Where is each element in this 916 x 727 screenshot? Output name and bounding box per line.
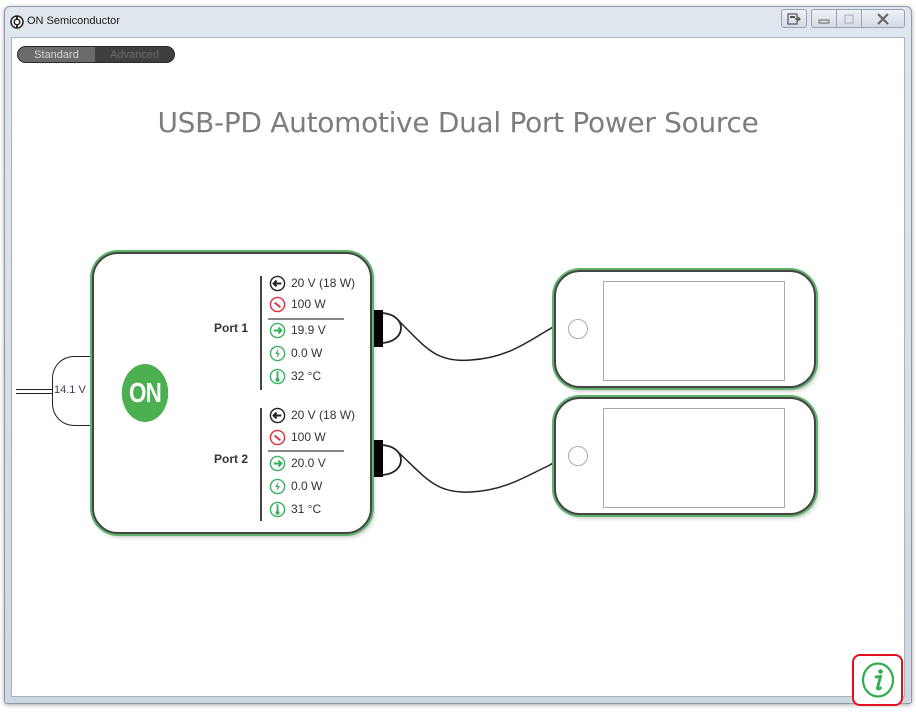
title-bar[interactable]: ON Semiconductor: [5, 7, 911, 37]
input-voltage: 14.1 V: [54, 384, 86, 396]
port1-temperature-value: 32 °C: [291, 369, 322, 383]
mode-toggle: Standard Advanced: [17, 46, 175, 63]
gauge-icon: [269, 296, 286, 312]
power-diagram: 14.1 V ON Port 1 20 V (18 W) 100 W 19.9 …: [6, 8, 916, 727]
port1-output-power-value: 0.0 W: [291, 346, 323, 360]
port2-temperature-value: 31 °C: [291, 502, 322, 516]
port2-separator: [268, 450, 344, 452]
port1-label: Port 1: [214, 321, 249, 335]
arrow-left-icon: [269, 407, 286, 423]
port2-contract: 20 V (18 W): [269, 406, 355, 424]
device-phone-2[interactable]: [554, 397, 816, 515]
port1-cable-loop: [379, 312, 402, 344]
info-icon: [861, 662, 894, 698]
device-phone-1[interactable]: [554, 270, 816, 388]
port2-output-voltage: 20.0 V: [269, 454, 326, 472]
app-icon: [10, 15, 24, 29]
input-connector: [52, 356, 94, 426]
client-area: Standard Advanced USB-PD Automotive Dual…: [11, 37, 905, 706]
thermometer-icon: [269, 368, 286, 384]
port1-separator: [268, 318, 344, 320]
port2-max-power-value: 100 W: [291, 430, 326, 444]
arrow-right-icon: [269, 455, 286, 471]
port1-max-power-value: 100 W: [291, 297, 326, 311]
window-title: ON Semiconductor: [27, 15, 120, 27]
app-window: ON Semiconductor: [4, 6, 912, 706]
restore-button[interactable]: [781, 9, 807, 28]
port2-output-power: 0.0 W: [269, 477, 322, 495]
maximize-icon: [844, 14, 854, 23]
port1-contract-value: 20 V (18 W): [291, 276, 356, 290]
input-wire: [16, 389, 54, 394]
port1-temperature: 32 °C: [269, 367, 321, 385]
minimize-button[interactable]: [811, 9, 836, 28]
port1-max-power: 100 W: [269, 295, 326, 313]
close-button[interactable]: [861, 9, 905, 28]
maximize-button[interactable]: [836, 9, 861, 28]
port1-contract: 20 V (18 W): [269, 274, 355, 292]
port1-output-power: 0.0 W: [269, 344, 322, 362]
cables: [379, 312, 559, 493]
lightning-icon: [269, 478, 286, 494]
mode-standard-tab[interactable]: Standard: [18, 47, 96, 62]
port2-label: Port 2: [214, 452, 249, 466]
arrow-right-icon: [269, 322, 286, 338]
info-button[interactable]: [852, 654, 903, 706]
phone-home-button: [568, 446, 588, 466]
on-logo: ON: [121, 364, 169, 422]
port2-cable: [397, 451, 559, 493]
mode-advanced-tab[interactable]: Advanced: [95, 47, 174, 62]
phone-home-button: [568, 319, 588, 339]
port2-max-power: 100 W: [269, 428, 326, 446]
window-controls: [781, 9, 905, 29]
gauge-icon: [269, 429, 286, 445]
port1-output-voltage: 19.9 V: [269, 321, 326, 339]
page-title: USB-PD Automotive Dual Port Power Source: [157, 106, 759, 139]
port2-output-power-value: 0.0 W: [291, 479, 323, 493]
port2-output-voltage-value: 20.0 V: [291, 456, 326, 470]
minimize-icon: [818, 19, 830, 23]
port2-bracket: [260, 408, 262, 521]
port2-contract-value: 20 V (18 W): [291, 408, 356, 422]
arrow-left-icon: [269, 275, 286, 291]
port1-bracket: [260, 276, 262, 390]
thermometer-icon: [269, 501, 286, 517]
port2-connector: [374, 440, 383, 477]
close-icon: [877, 12, 889, 25]
port1-cable: [397, 319, 559, 362]
phone-screen: [603, 408, 785, 508]
port1-connector: [374, 310, 383, 347]
phone-screen: [603, 281, 785, 381]
port2-temperature: 31 °C: [269, 500, 321, 518]
restore-icon: [787, 12, 801, 25]
port2-cable-loop: [379, 444, 402, 476]
lightning-icon: [269, 345, 286, 361]
port1-output-voltage-value: 19.9 V: [291, 323, 326, 337]
